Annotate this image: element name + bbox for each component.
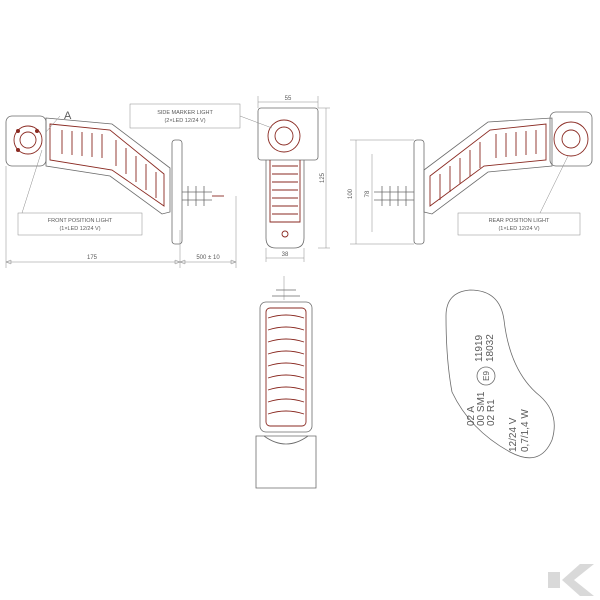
- rear-callout-box: [457, 212, 581, 236]
- dim-cable-length: 500 ± 10: [196, 255, 220, 261]
- side-callout-line1: SIDE MARKER LIGHT: [157, 110, 213, 116]
- top-view-rubber: [265, 307, 307, 427]
- bolt-thread: [187, 186, 205, 206]
- front-mount-plate: [171, 139, 183, 245]
- led-dot: [16, 148, 20, 152]
- e-mark: E9: [482, 371, 491, 381]
- detail-marker-a: A: [64, 110, 72, 122]
- rear-callout-line2: (1×LED 12/24 V): [498, 226, 539, 232]
- dim-side-height: 100: [348, 188, 354, 199]
- logo-chevron: [562, 564, 594, 596]
- rear-light-view: REAR POSITION LIGHT (1×LED 12/24 V) 100 …: [348, 111, 593, 245]
- extension-lines: [5, 166, 237, 268]
- rear-callout-leader: [539, 155, 569, 214]
- dimension-arrows: [5, 259, 237, 265]
- rear-mount-plate: [413, 139, 425, 245]
- led-dot: [16, 129, 20, 133]
- front-light-arm: [45, 117, 171, 215]
- approval-number-2: 18032: [485, 334, 496, 362]
- dim-total-height: 125: [320, 172, 326, 183]
- marking-line3: 02 R1: [486, 399, 497, 426]
- top-view-bolt: [272, 289, 300, 297]
- side-marker-lens-inner: [274, 126, 294, 146]
- side-marker-body: [265, 160, 305, 249]
- front-callout-line2: (1×LED 12/24 V): [59, 226, 100, 232]
- dim-top-lines: [257, 96, 319, 108]
- top-view-head-curve: [263, 435, 309, 445]
- marking-line2: 00 SM1: [476, 391, 487, 426]
- side-marker-rubber: [269, 160, 301, 223]
- front-light-head: [5, 115, 47, 167]
- rear-arm-ribs: [439, 130, 537, 200]
- mount-bolt: [182, 191, 212, 201]
- logo-bar: [548, 572, 560, 588]
- led-dot: [35, 129, 39, 133]
- e-mark-circle: [476, 366, 496, 386]
- side-callout-line2: (2×LED 12/24 V): [164, 118, 205, 124]
- side-marker-view: SIDE MARKER LIGHT (2×LED 12/24 V) 55 38 …: [129, 96, 330, 262]
- approval-number-1: 11919: [474, 334, 485, 362]
- front-light-view: A FRONT POSITION LIGHT (1×LED 12/24 V) 1…: [5, 110, 237, 268]
- side-marker-lens: [267, 119, 301, 153]
- front-callout-line1: FRONT POSITION LIGHT: [48, 218, 113, 224]
- side-callout-leader: [239, 115, 273, 129]
- power-marking: 0,7/1,4 W: [520, 409, 531, 452]
- homologation-label: 02 A 00 SM1 02 R1 E9 11919 18032 12/24 V…: [445, 289, 555, 459]
- rear-callout-line1: REAR POSITION LIGHT: [489, 218, 550, 224]
- marking-line1: 02 A: [466, 406, 477, 426]
- voltage-marking: 12/24 V: [508, 417, 519, 452]
- front-light-arm-rubber: [49, 123, 165, 207]
- dim-inner-height: 78: [365, 190, 371, 197]
- dim-side-height-lines: [350, 139, 414, 245]
- top-view-head: [255, 435, 317, 489]
- front-callout-leader: [21, 149, 43, 214]
- front-light-lens: [13, 125, 43, 155]
- top-view: [255, 276, 317, 489]
- label-outline: [445, 289, 555, 459]
- dim-overall-length: 175: [87, 255, 98, 261]
- side-marker-head: [257, 107, 319, 161]
- mount-hole: [281, 230, 289, 238]
- dim-height-lines: [318, 107, 330, 249]
- top-view-ribs: [267, 314, 305, 415]
- rear-light-lens: [553, 121, 589, 157]
- dim-top-width: 55: [285, 96, 292, 102]
- brand-logo: [548, 564, 594, 596]
- arm-ribs: [115, 140, 157, 198]
- arm-ribs: [61, 130, 103, 158]
- top-view-arm: [259, 301, 313, 433]
- dim-bottom-width: 38: [282, 252, 289, 258]
- rear-light-lens-inner: [561, 129, 581, 149]
- detail-leader: [45, 115, 61, 133]
- side-marker-ribs: [272, 165, 298, 215]
- front-callout-box: [17, 212, 143, 236]
- front-light-lens-inner: [19, 131, 37, 149]
- rear-bolt-thread: [381, 186, 407, 206]
- dim-bottom-lines: [265, 248, 305, 262]
- side-callout-box: [129, 103, 241, 129]
- rear-light-arm: [423, 117, 553, 215]
- rear-light-arm-rubber: [429, 123, 547, 207]
- rear-mount-bolt: [374, 191, 414, 201]
- rear-light-head: [549, 111, 593, 167]
